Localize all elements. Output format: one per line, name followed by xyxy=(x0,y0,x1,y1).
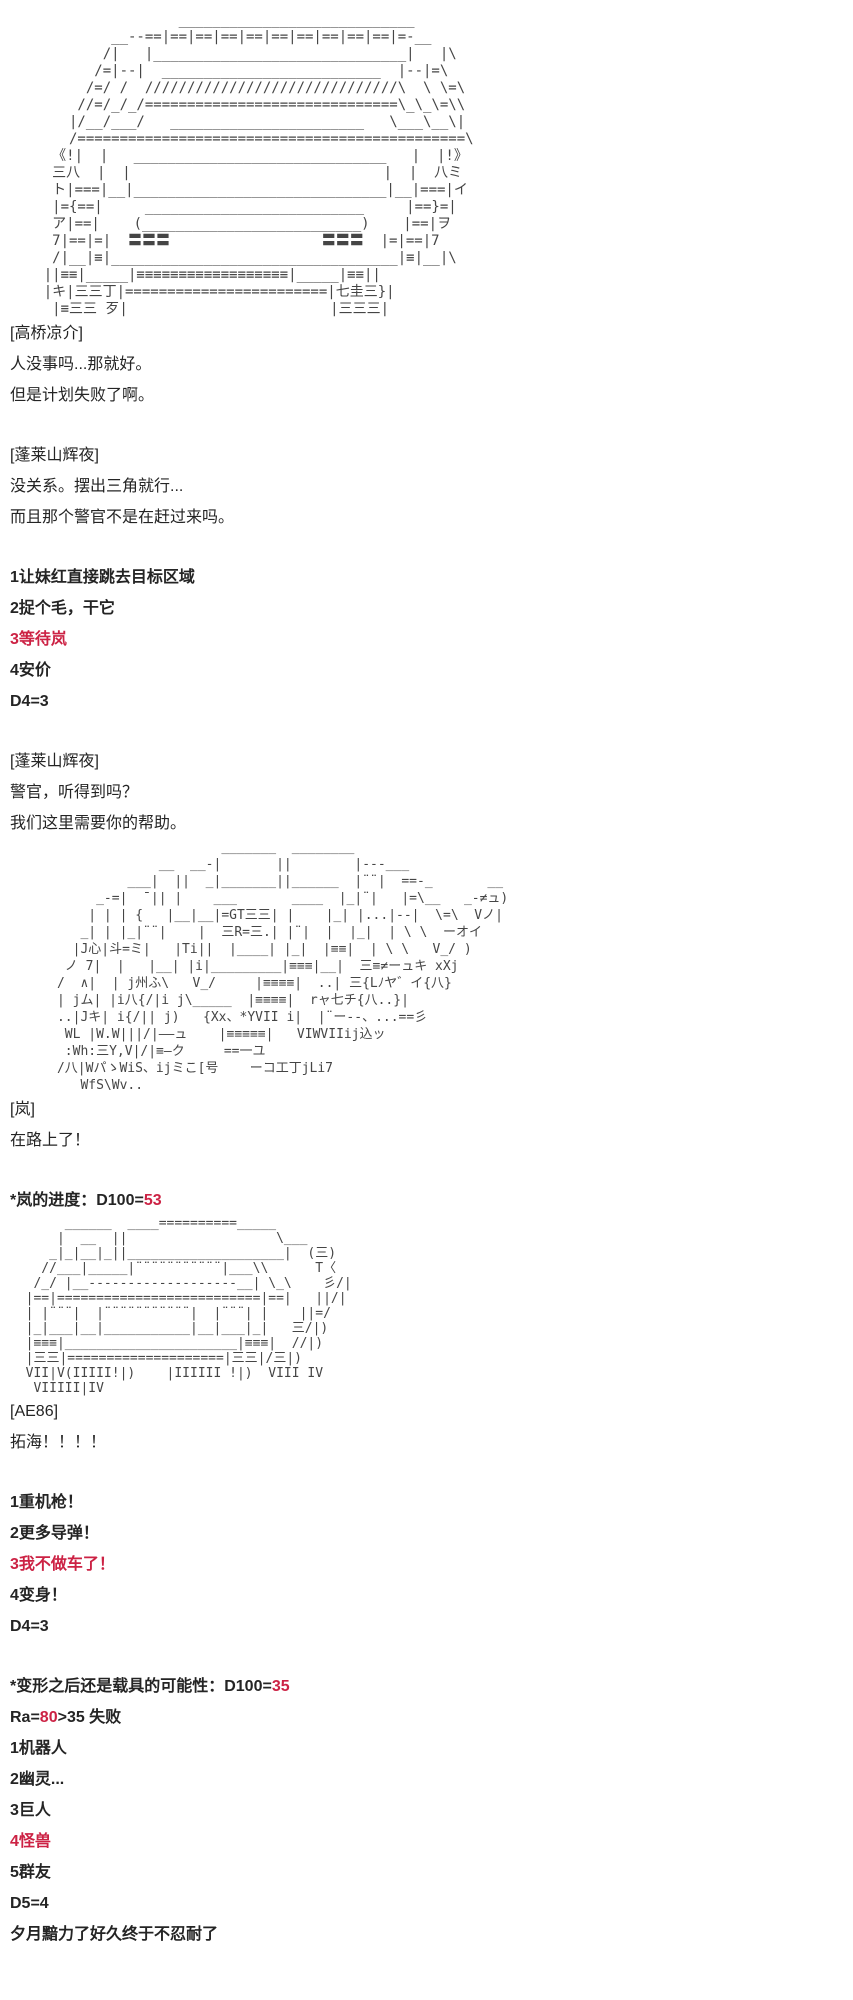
speaker-name: [AE86] xyxy=(10,1403,59,1420)
dice-roll-value: 35 xyxy=(271,1678,290,1695)
thread-page: ____________________________ __--==|==|=… xyxy=(10,12,843,1943)
spacer xyxy=(10,533,843,562)
option-line: 2幽灵... xyxy=(10,1771,65,1788)
option-line: 1重机枪！ xyxy=(10,1494,83,1511)
choice-block-1: 1让妹红直接跳去目标区域 2捉个毛，干它 3等待岚 4安价 D4=3 xyxy=(10,562,843,717)
progress-roll-prefix: *岚的进度：D100= xyxy=(10,1192,144,1209)
dialogue-block-kaguya-2: [蓬莱山辉夜] 警官，听得到吗？ 我们这里需要你的帮助。 xyxy=(10,746,843,839)
dialogue-line: 我们这里需要你的帮助。 xyxy=(10,815,187,832)
dialogue-block-arashi: [岚] 在路上了！ xyxy=(10,1094,843,1156)
option-line: 4变身！ xyxy=(10,1587,67,1604)
spacer xyxy=(10,1642,843,1671)
option-line-selected: 3我不做车了！ xyxy=(10,1556,115,1573)
progress-roll-line: *岚的进度：D100=53 xyxy=(10,1185,843,1216)
dialogue-line: 警官，听得到吗？ xyxy=(10,784,139,801)
spacer xyxy=(10,1458,843,1487)
option-line: 3巨人 xyxy=(10,1802,51,1819)
dialogue-block-kaguya-1: [蓬莱山辉夜] 没关系。摆出三角就行... 而且那个警官不是在赶过来吗。 xyxy=(10,440,843,533)
option-line: 4安价 xyxy=(10,662,51,679)
option-line: 2捉个毛，干它 xyxy=(10,600,115,617)
ascii-art-car-front-small: ______ ____==========_____ | __ || \___ … xyxy=(25,1216,352,1396)
option-line: 2更多导弹！ xyxy=(10,1525,99,1542)
dialogue-line: 没关系。摆出三角就行... xyxy=(10,478,184,495)
ra-prefix: Ra= xyxy=(10,1709,40,1726)
speaker-name: [高桥凉介] xyxy=(10,325,83,342)
dialogue-block-takahashi: [高桥凉介] 人没事吗...那就好。 但是计划失败了啊。 xyxy=(10,318,843,411)
spacer xyxy=(10,1156,843,1185)
choice-block-2: 1重机枪！ 2更多导弹！ 3我不做车了！ 4变身！ D4=3 xyxy=(10,1487,843,1642)
dialogue-line: 在路上了！ xyxy=(10,1132,91,1149)
spacer xyxy=(10,717,843,746)
spacer xyxy=(10,411,843,440)
option-line-selected: 4怪兽 xyxy=(10,1833,51,1850)
option-line: 1让妹红直接跳去目标区域 xyxy=(10,569,195,586)
ra-result-line: Ra=80>35 失败 xyxy=(10,1702,843,1733)
dice-result: D4=3 xyxy=(10,1618,49,1635)
option-line: 1机器人 xyxy=(10,1740,67,1757)
dialogue-line: 人没事吗...那就好。 xyxy=(10,356,152,373)
speaker-name: [蓬莱山辉夜] xyxy=(10,447,99,464)
dialogue-line: 而且那个警官不是在赶过来吗。 xyxy=(10,509,235,526)
dialogue-line: 但是计划失败了啊。 xyxy=(10,387,155,404)
dice-result: D5=4 xyxy=(10,1895,49,1912)
narration-line: 夕月黯力了好久终于不忍耐了 xyxy=(10,1926,219,1943)
speaker-name: [岚] xyxy=(10,1101,35,1118)
dice-roll-value: 53 xyxy=(143,1192,162,1209)
ra-suffix: >35 失败 xyxy=(57,1709,122,1726)
dice-roll-value: 80 xyxy=(39,1709,58,1726)
ascii-art-car-front-top: ____________________________ __--==|==|=… xyxy=(43,12,474,317)
transform-check-line: *变形之后还是载具的可能性：D100=35 xyxy=(10,1671,843,1702)
option-line-selected: 3等待岚 xyxy=(10,631,67,648)
dice-result: D4=3 xyxy=(10,693,49,710)
option-line: 5群友 xyxy=(10,1864,51,1881)
dialogue-block-ae86: [AE86] 拓海！！！！ xyxy=(10,1396,843,1458)
ascii-art-car-side-drift: _______ ________ __ __-| || |---___ ___|… xyxy=(56,840,509,1093)
dialogue-line: 拓海！！！！ xyxy=(10,1434,107,1451)
speaker-name: [蓬莱山辉夜] xyxy=(10,753,99,770)
choice-block-3: 1机器人 2幽灵... 3巨人 4怪兽 5群友 D5=4 xyxy=(10,1733,843,1919)
transform-check-prefix: *变形之后还是载具的可能性：D100= xyxy=(10,1678,272,1695)
